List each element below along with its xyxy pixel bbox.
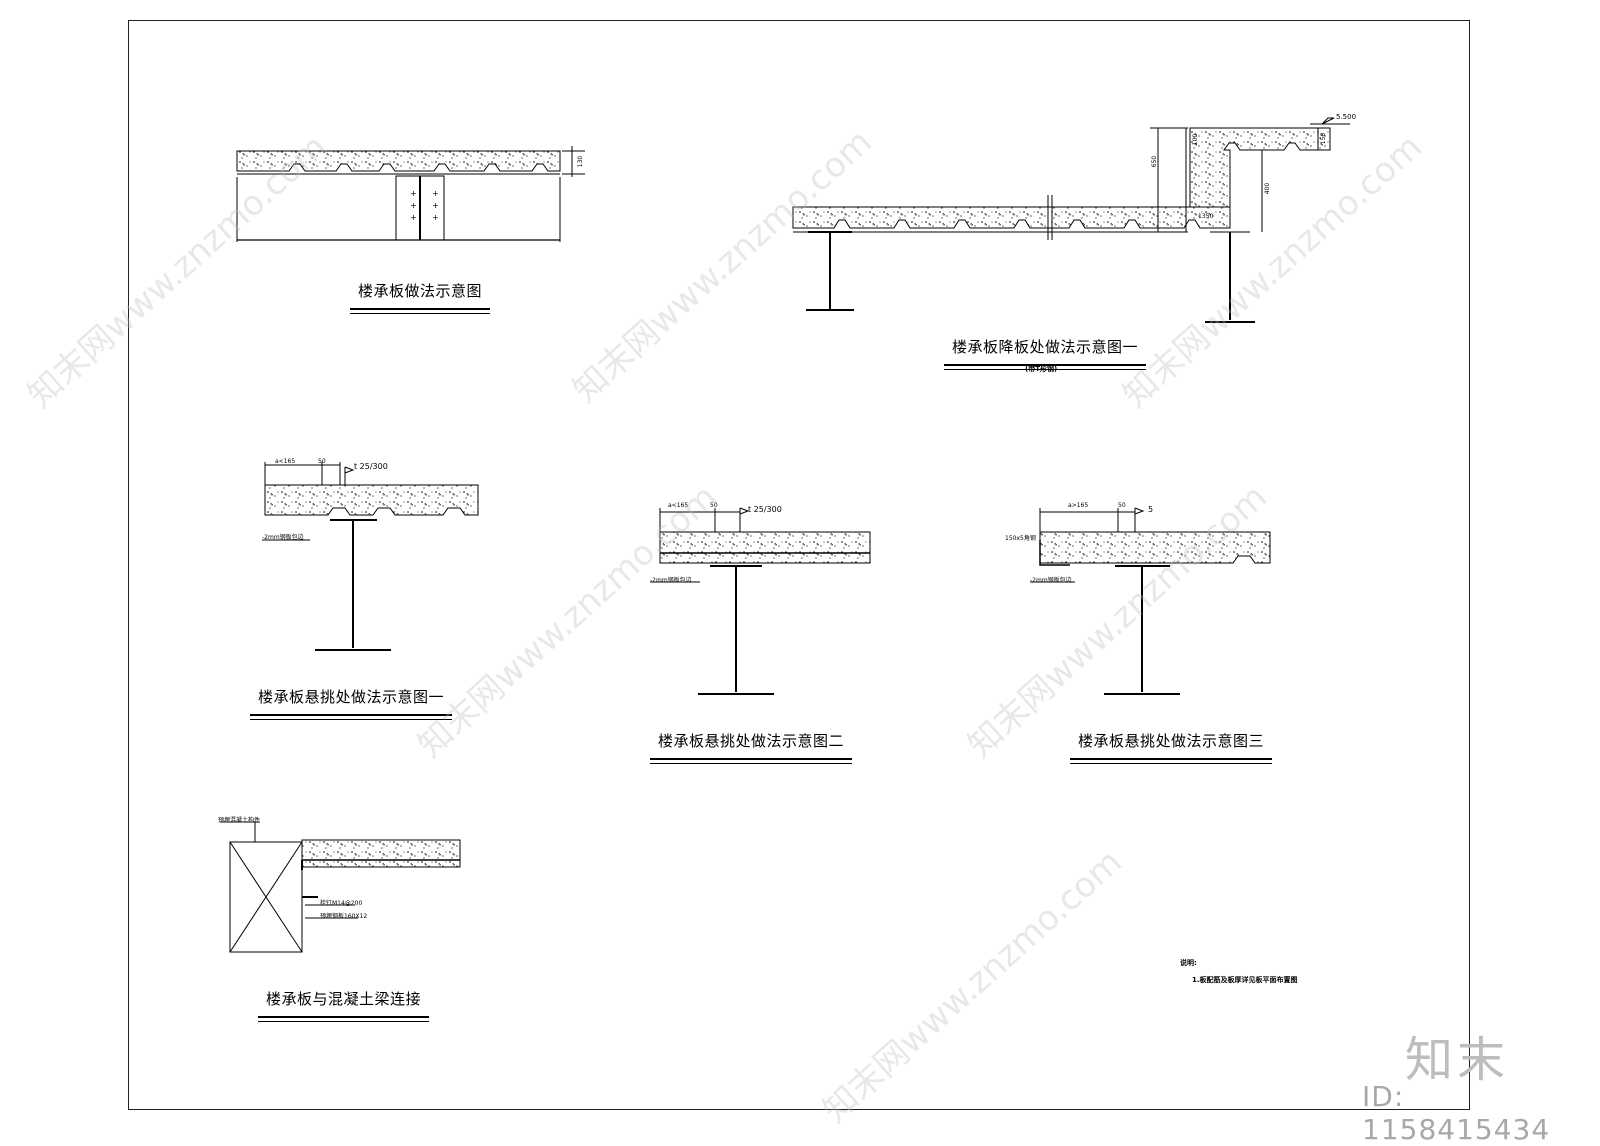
elevation-mark: 5.500 [1336, 113, 1357, 121]
notes-line-1: 1.板配筋及板厚详见板平面布置图 [1192, 976, 1298, 984]
dim-1350: 1350 [1198, 213, 1214, 220]
title-concrete-beam: 楼承板与混凝土梁连接 [258, 988, 430, 1022]
title-cantilever-2: 楼承板悬挑处做法示意图二 [650, 730, 853, 764]
svg-text:+: + [410, 189, 417, 198]
title-slab-drop-text: 楼承板降板处做法示意图一 [952, 338, 1139, 356]
title-cantilever-1: 楼承板悬挑处做法示意图一 [250, 686, 453, 720]
dim-100: 100 [1192, 133, 1200, 146]
title-slab-drop: 楼承板降板处做法示意图一 [944, 336, 1147, 370]
dim-a2: a<165 [668, 502, 689, 509]
plate-label-3: -2mm钢板包边 [1030, 577, 1072, 584]
title-concrete-beam-text: 楼承板与混凝土梁连接 [266, 990, 422, 1008]
watermark-id: ID: 1158415434 [1362, 1080, 1551, 1146]
dim-400: 400 [1264, 182, 1272, 195]
watermark-logo: 知末 [1405, 1032, 1510, 1088]
svg-text:+: + [410, 201, 417, 210]
embed-plate-label: 预埋钢板160X12 [320, 913, 368, 920]
diagram-floor-deck: + + + + + + [236, 146, 585, 242]
dim-a3: a>165 [1068, 502, 1089, 509]
title-slab-drop-sub: (带T形钢) [1025, 365, 1058, 373]
title-floor-deck-text: 楼承板做法示意图 [358, 282, 483, 300]
title-cantilever-3: 楼承板悬挑处做法示意图三 [1070, 730, 1273, 764]
dim-650: 650 [1151, 155, 1159, 168]
diagram-slab-drop [792, 117, 1350, 323]
dim-50-1: 50 [318, 458, 326, 465]
weld-1: t 25/300 [354, 462, 388, 471]
svg-text:+: + [410, 213, 417, 222]
dim-50-2: 50 [710, 502, 718, 509]
title-cantilever-1-text: 楼承板悬挑处做法示意图一 [258, 688, 445, 706]
angle-label: 150x5角钢 [1005, 535, 1036, 542]
notes-heading: 说明: [1180, 959, 1197, 967]
dim-130: 130 [577, 155, 585, 168]
title-floor-deck: 楼承板做法示意图 [350, 280, 491, 314]
drawing-frame [128, 20, 1470, 1110]
plate-label-2: -2mm钢板包边 [650, 577, 692, 584]
title-cantilever-2-text: 楼承板悬挑处做法示意图二 [658, 732, 845, 750]
bolt-label: 栓钉M14@200 [320, 900, 363, 907]
weld-3: 5 [1148, 505, 1154, 514]
dim-150: 150 [1320, 132, 1328, 145]
diagram-cantilever-3 [1030, 507, 1271, 695]
weld-2: t 25/300 [748, 505, 782, 514]
svg-text:+: + [432, 213, 439, 222]
svg-text:+: + [432, 201, 439, 210]
dim-a1: a<165 [275, 458, 296, 465]
plate-label-1: -2mm钢板包边 [262, 534, 304, 541]
diagram-cantilever-2 [650, 507, 871, 695]
embed-label: 预埋混凝土构件 [218, 817, 261, 824]
diagram-concrete-beam [220, 821, 461, 953]
diagram-cantilever-1 [262, 462, 479, 651]
dim-50-3: 50 [1118, 502, 1126, 509]
svg-text:+: + [432, 189, 439, 198]
title-cantilever-3-text: 楼承板悬挑处做法示意图三 [1078, 732, 1265, 750]
